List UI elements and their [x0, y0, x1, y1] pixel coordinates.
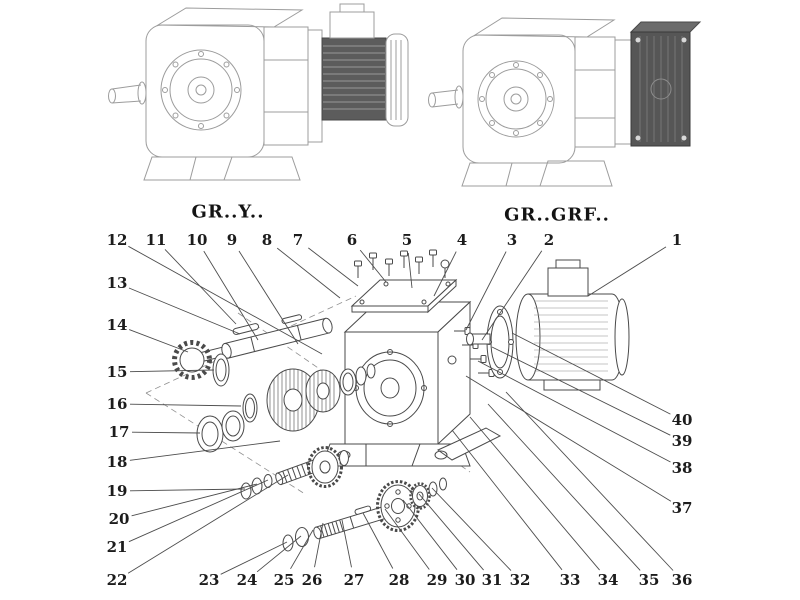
seals-and-bearings [172, 340, 258, 453]
leader-line-4 [433, 251, 457, 297]
leader-line-12 [128, 245, 323, 355]
leader-line-3 [465, 251, 507, 331]
leader-line-2 [481, 250, 543, 341]
leader-line-8 [276, 247, 341, 299]
figure-label-gr-y: GR..Y.. [191, 201, 265, 223]
lower-shaft-assembly [282, 477, 447, 552]
leader-line-23 [220, 541, 288, 575]
leader-line-32 [431, 487, 512, 571]
leader-line-18 [129, 440, 281, 461]
leader-line-14 [129, 329, 189, 353]
leader-line-38 [477, 360, 671, 463]
cover-bolts [354, 249, 450, 279]
leader-line-33 [451, 429, 563, 571]
leader-line-40 [511, 332, 671, 415]
leader-line-28 [362, 512, 394, 569]
leader-line-34 [469, 416, 600, 571]
leader-line-22 [127, 474, 289, 574]
leader-line-6 [359, 249, 387, 283]
leader-line-35 [487, 403, 641, 571]
leader-lines [127, 245, 674, 575]
leader-line-19 [129, 488, 246, 492]
housing-cover [350, 278, 458, 314]
leader-line-21 [128, 479, 269, 543]
leader-line-25 [290, 529, 314, 570]
leader-line-26 [314, 522, 324, 568]
leader-line-16 [129, 403, 242, 407]
leader-line-7 [308, 247, 359, 287]
leader-line-27 [341, 519, 352, 568]
motor-flange [466, 305, 514, 379]
leader-line-24 [256, 535, 302, 573]
leader-line-15 [129, 369, 215, 373]
electric-motor [515, 259, 630, 391]
leader-line-30 [402, 499, 458, 570]
assembled-figure-gr-grf [428, 17, 702, 187]
leader-line-37 [465, 375, 672, 502]
leader-line-5 [407, 252, 413, 289]
helical-gear-large [266, 363, 376, 432]
leader-line-9 [238, 250, 299, 345]
leader-line-29 [384, 508, 430, 570]
intermediate-pinion-set [240, 446, 349, 500]
leader-line-17 [131, 431, 201, 434]
leader-line-20 [131, 483, 258, 517]
assembled-figure-gr-y [108, 3, 409, 181]
exploded-view [145, 249, 630, 552]
leader-line-13 [128, 287, 241, 335]
leader-line-1 [587, 246, 667, 297]
leader-line-10 [203, 250, 259, 341]
leader-line-36 [505, 391, 674, 571]
output-shaft [200, 314, 333, 362]
leader-line-31 [418, 493, 484, 571]
leader-line-39 [491, 346, 671, 436]
figure-label-gr-grf: GR..GRF.. [504, 204, 610, 226]
